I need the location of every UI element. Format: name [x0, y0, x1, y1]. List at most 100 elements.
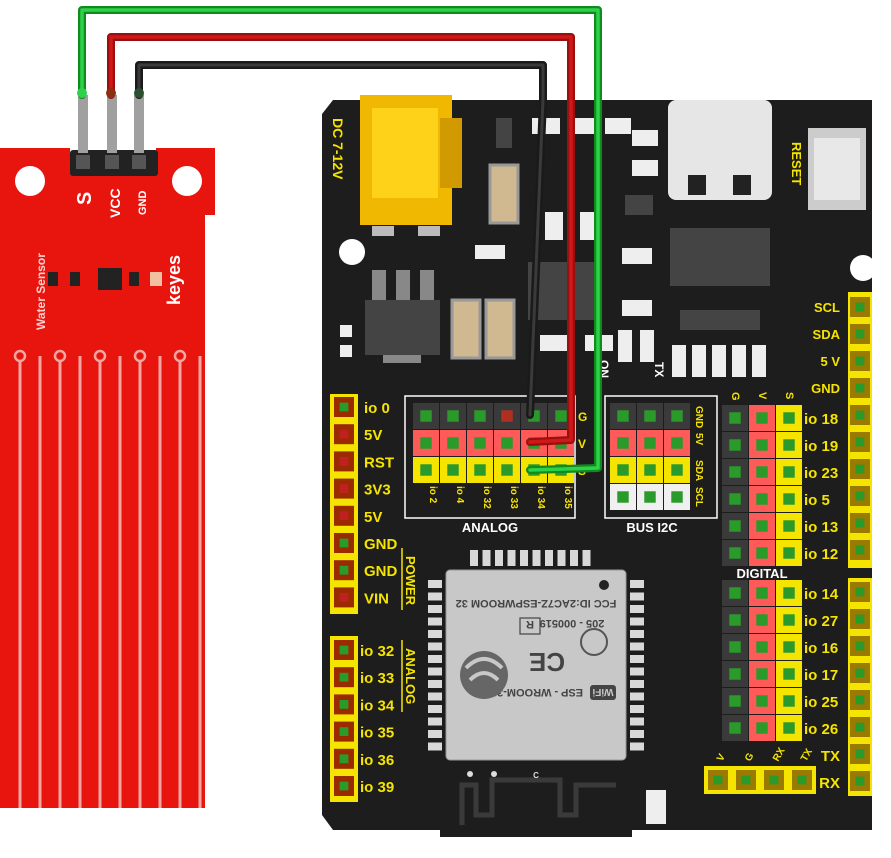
i2c-block-pin[interactable]	[610, 457, 636, 483]
i2c-block-pin[interactable]	[637, 430, 663, 456]
right-top-pin[interactable]	[850, 297, 870, 317]
serial-header-pin[interactable]	[736, 770, 756, 790]
left-power-pin[interactable]	[334, 587, 354, 608]
right-top-pin[interactable]	[850, 378, 870, 398]
digital-block-pin[interactable]	[776, 513, 802, 539]
right-top-pin[interactable]	[850, 459, 870, 479]
digital-block-pin[interactable]	[722, 405, 748, 431]
analog-block-pin[interactable]	[413, 403, 439, 429]
digital-block-pin[interactable]	[722, 459, 748, 485]
right-bottom-pin[interactable]	[850, 744, 870, 764]
digital-block-pin[interactable]	[749, 607, 775, 633]
i2c-block-pin[interactable]	[664, 430, 690, 456]
analog-block-pin[interactable]	[440, 403, 466, 429]
digital-block-pin[interactable]	[749, 661, 775, 687]
digital-block-pin[interactable]	[749, 486, 775, 512]
analog-block-pin[interactable]	[494, 403, 520, 429]
right-bottom-pin[interactable]	[850, 717, 870, 737]
sensor-leg-s	[78, 95, 88, 153]
right-bottom-pin[interactable]	[850, 609, 870, 629]
analog-block-pin[interactable]	[467, 403, 493, 429]
digital-block-pin[interactable]	[776, 459, 802, 485]
i2c-block-pin[interactable]	[664, 457, 690, 483]
left-power-pin[interactable]	[334, 451, 354, 472]
digital-block-pin[interactable]	[722, 432, 748, 458]
right-top-pin[interactable]	[850, 351, 870, 371]
digital-block-pin[interactable]	[749, 513, 775, 539]
right-top-pin[interactable]	[850, 540, 870, 560]
digital-block-pin[interactable]	[749, 540, 775, 566]
digital-block-pin[interactable]	[749, 715, 775, 741]
i2c-block-pin[interactable]	[664, 484, 690, 510]
left-power-pin[interactable]	[334, 397, 354, 417]
left-analog-pin[interactable]	[334, 776, 354, 796]
digital-block-pin[interactable]	[722, 513, 748, 539]
digital-block-pin[interactable]	[749, 634, 775, 660]
digital-block-pin[interactable]	[776, 661, 802, 687]
digital-block-pin[interactable]	[749, 405, 775, 431]
digital-block-pin[interactable]	[722, 580, 748, 606]
analog-block-pin[interactable]	[467, 457, 493, 483]
digital-block-pin[interactable]	[776, 634, 802, 660]
right-bottom-pin[interactable]	[850, 690, 870, 710]
left-power-pin[interactable]	[334, 478, 354, 499]
left-power-pin[interactable]	[334, 505, 354, 526]
digital-block-pin[interactable]	[722, 715, 748, 741]
serial-header-pin[interactable]	[792, 770, 812, 790]
left-power-pin[interactable]	[334, 560, 354, 581]
serial-header-pin[interactable]	[708, 770, 728, 790]
right-top-pin[interactable]	[850, 324, 870, 344]
left-analog-pin[interactable]	[334, 667, 354, 688]
left-analog-pin[interactable]	[334, 721, 354, 742]
digital-block-pin[interactable]	[722, 688, 748, 714]
i2c-block-pin[interactable]	[664, 403, 690, 429]
digital-block-pin[interactable]	[776, 715, 802, 741]
analog-block-pin[interactable]	[467, 430, 493, 456]
i2c-block-pin[interactable]	[637, 457, 663, 483]
left-analog-pin-label: io 35	[360, 725, 394, 742]
digital-block-pin[interactable]	[749, 432, 775, 458]
analog-block-pin[interactable]	[413, 457, 439, 483]
right-bottom-pin[interactable]	[850, 636, 870, 656]
left-power-pin[interactable]	[334, 533, 354, 553]
digital-block-pin[interactable]	[722, 540, 748, 566]
right-top-pin[interactable]	[850, 486, 870, 506]
module-cert-number: 205 - 000519	[540, 617, 605, 629]
i2c-block-pin[interactable]	[610, 403, 636, 429]
analog-block-pin-label: io 33	[508, 486, 519, 509]
left-analog-pin[interactable]	[334, 694, 354, 715]
digital-block-pin[interactable]	[722, 486, 748, 512]
right-bottom-pin[interactable]	[850, 582, 870, 602]
digital-block-pin[interactable]	[776, 405, 802, 431]
analog-block-pin[interactable]	[413, 430, 439, 456]
analog-block-pin[interactable]	[440, 430, 466, 456]
left-analog-pin[interactable]	[334, 640, 354, 660]
right-top-pin[interactable]	[850, 405, 870, 425]
digital-block-pin[interactable]	[749, 580, 775, 606]
digital-block-pin[interactable]	[776, 580, 802, 606]
digital-block-pin[interactable]	[722, 634, 748, 660]
serial-header-pin[interactable]	[764, 770, 784, 790]
digital-block-pin[interactable]	[749, 688, 775, 714]
analog-block-pin[interactable]	[494, 457, 520, 483]
digital-block-pin[interactable]	[776, 607, 802, 633]
right-top-pin[interactable]	[850, 432, 870, 452]
left-power-pin[interactable]	[334, 424, 354, 445]
digital-block-pin[interactable]	[776, 432, 802, 458]
i2c-block-pin[interactable]	[610, 430, 636, 456]
digital-block-pin[interactable]	[776, 688, 802, 714]
right-bottom-pin[interactable]	[850, 663, 870, 683]
i2c-block-pin[interactable]	[637, 484, 663, 510]
i2c-block-pin[interactable]	[637, 403, 663, 429]
right-bottom-pin[interactable]	[850, 771, 870, 791]
i2c-block-pin[interactable]	[610, 484, 636, 510]
digital-block-pin[interactable]	[749, 459, 775, 485]
left-analog-pin[interactable]	[334, 748, 354, 769]
right-top-pin[interactable]	[850, 513, 870, 533]
digital-block-pin[interactable]	[776, 486, 802, 512]
analog-block-pin[interactable]	[494, 430, 520, 456]
digital-block-pin[interactable]	[722, 607, 748, 633]
digital-block-pin[interactable]	[776, 540, 802, 566]
digital-block-pin[interactable]	[722, 661, 748, 687]
analog-block-pin[interactable]	[440, 457, 466, 483]
